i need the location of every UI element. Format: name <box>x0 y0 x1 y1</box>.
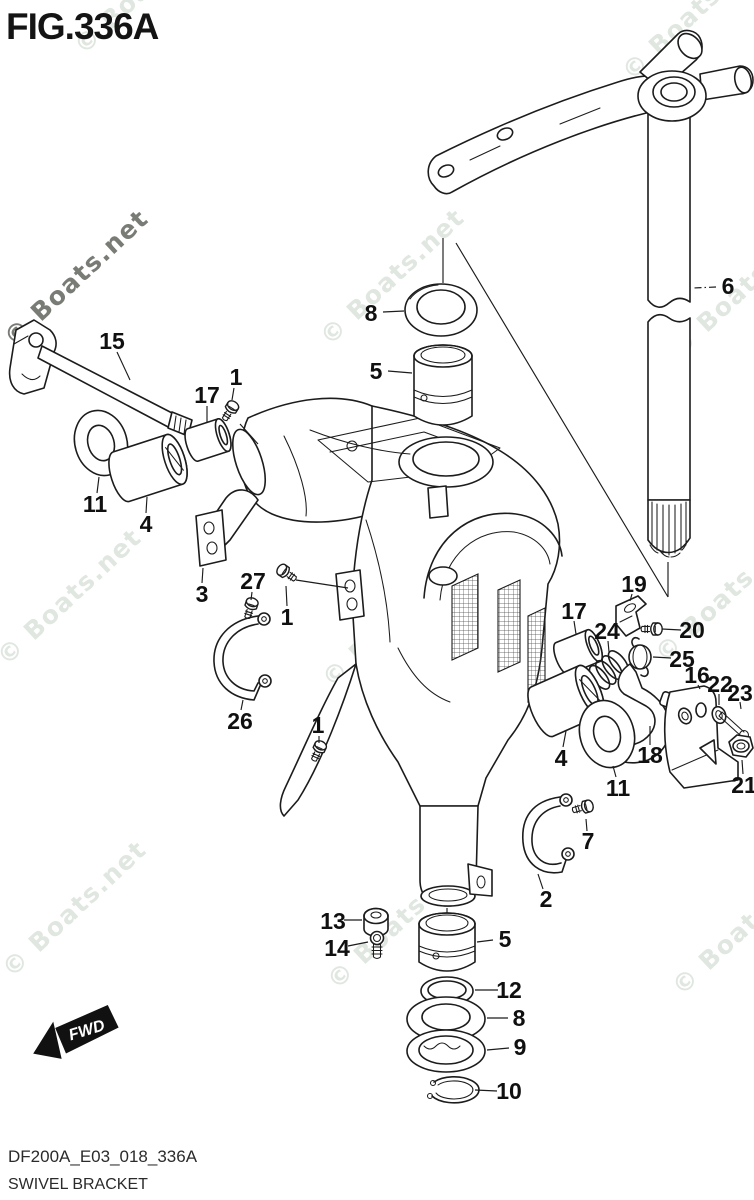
callout-leader-23 <box>739 701 742 710</box>
callout-leader-17 <box>573 620 577 635</box>
part-callout-11: 11 <box>83 491 108 517</box>
part-6-swivel-shaft-and-steering-arm <box>427 29 754 558</box>
callout-leader-8 <box>382 310 405 313</box>
callout-leader-26 <box>240 699 244 711</box>
callout-leader-1 <box>231 387 235 401</box>
part-callout-15: 15 <box>99 328 125 354</box>
part-callout-13: 13 <box>320 908 346 934</box>
swivel-bracket-body <box>195 397 563 907</box>
part-1-bolt-upper-left <box>218 398 259 445</box>
part-26-ground-cable <box>213 612 272 701</box>
part-callout-1: 1 <box>230 364 243 390</box>
callout-leader-16 <box>697 684 701 690</box>
part-callout-4: 4 <box>140 511 153 537</box>
part-11-washer-right <box>578 699 636 769</box>
callout-leader-15 <box>116 351 131 381</box>
watermark-text: © Boats.net <box>0 523 147 671</box>
part-5-bushing-bottom <box>418 912 476 972</box>
callout-leader-11 <box>612 765 617 778</box>
part-8-washer-top <box>404 283 478 337</box>
part-callout-19: 19 <box>621 571 647 597</box>
callout-leader-6 <box>692 286 717 289</box>
fwd-arrow: FWD <box>33 1005 119 1059</box>
part-callout-12: 12 <box>496 977 522 1003</box>
callout-leader-14 <box>347 941 369 947</box>
part-10-snap-ring <box>426 1076 480 1104</box>
callout-leader-2 <box>537 873 544 890</box>
part-15-tilt-rod <box>8 319 193 437</box>
drawing-code: DF200A_E03_018_336A <box>8 1147 198 1166</box>
part-callout-18: 18 <box>637 742 663 768</box>
part-21-nut <box>728 734 754 758</box>
part-callout-21: 21 <box>731 772 754 798</box>
figure-caption: SWIVEL BRACKET <box>8 1176 148 1193</box>
part-callout-9: 9 <box>514 1034 527 1060</box>
part-9-washer-bottom <box>406 1029 486 1073</box>
part-4-bushing-left <box>108 433 188 503</box>
callout-leader-11 <box>96 476 100 494</box>
part-callout-10: 10 <box>496 1078 522 1104</box>
part-callout-5: 5 <box>499 926 512 952</box>
part-2-ground-cable <box>522 793 575 874</box>
callout-leader-5 <box>387 370 413 374</box>
part-17-bushing-left <box>184 417 232 462</box>
part-callout-27: 27 <box>240 568 266 594</box>
part-25-spring <box>628 636 652 678</box>
part-callout-3: 3 <box>196 581 209 607</box>
callout-leader-4 <box>562 730 567 748</box>
part-7-bolt <box>570 798 596 817</box>
part-callout-22: 22 <box>707 671 733 697</box>
part-callout-8: 8 <box>513 1005 526 1031</box>
part-20-bolt <box>640 622 663 636</box>
part-8-washer-bottom <box>406 996 486 1042</box>
part-callout-14: 14 <box>324 935 350 961</box>
callout-leader-4 <box>145 496 148 514</box>
part-callout-2: 2 <box>540 886 553 912</box>
part-callout-6: 6 <box>722 273 735 299</box>
part-callout-5: 5 <box>370 358 383 384</box>
callout-leader-20 <box>661 628 682 631</box>
part-1-grease-nipple <box>274 561 349 589</box>
callout-leader-3 <box>201 567 204 584</box>
callout-leader-25 <box>652 656 672 659</box>
part-callout-17: 17 <box>561 598 587 624</box>
part-callout-17: 17 <box>194 382 220 408</box>
callout-leader-21 <box>741 759 744 775</box>
callout-leader-9 <box>486 1047 510 1051</box>
part-callout-7: 7 <box>582 828 595 854</box>
part-23-pin <box>718 711 750 741</box>
part-callout-8: 8 <box>365 300 378 326</box>
callout-leader-19 <box>629 593 633 602</box>
part-callout-20: 20 <box>679 617 705 643</box>
part-callout-11: 11 <box>606 775 631 801</box>
callout-leader-10 <box>474 1089 498 1092</box>
callout-leader-1 <box>285 585 288 607</box>
part-callout-1: 1 <box>281 604 294 630</box>
callout-leader-27 <box>250 591 253 601</box>
part-callout-16: 16 <box>684 662 710 688</box>
part-5-bushing-top <box>413 344 473 426</box>
figure-title: FIG.336A <box>6 6 159 47</box>
part-16-clamp-bracket <box>663 685 739 789</box>
part-13-cap <box>363 907 389 937</box>
part-callout-26: 26 <box>227 708 253 734</box>
part-19-stopper-bracket <box>615 595 647 637</box>
callout-leader-7 <box>585 818 588 832</box>
part-callout-23: 23 <box>727 680 753 706</box>
watermark-text: © Boats.net <box>0 835 152 983</box>
part-14-screw <box>369 930 385 960</box>
part-callout-25: 25 <box>669 646 695 672</box>
callout-leader-5 <box>476 939 494 943</box>
part-callout-4: 4 <box>555 745 568 771</box>
callout-leader-24 <box>607 640 610 653</box>
part-callout-24: 24 <box>594 618 620 644</box>
watermark-text: © Boats.net <box>666 853 754 1001</box>
part-callout-1: 1 <box>312 712 325 738</box>
